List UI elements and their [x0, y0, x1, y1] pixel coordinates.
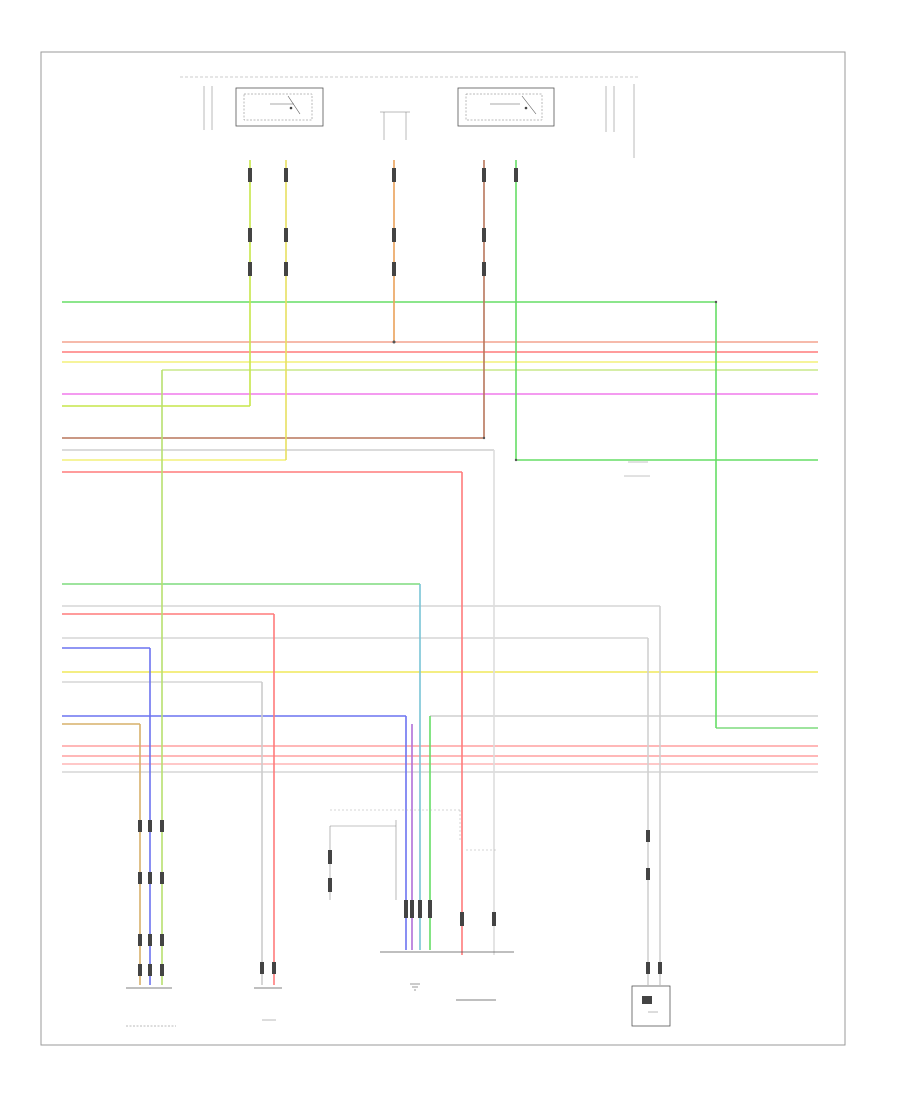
bottom-right-sensor: [631, 985, 671, 1027]
steering-switch-left: [203, 86, 324, 130]
top-center-connector: [380, 111, 410, 140]
bottom-mid-module: [254, 987, 282, 1021]
center-sensor-assembly: [328, 809, 514, 1001]
splice-dots: [392, 300, 718, 462]
diagram-frame: [40, 51, 846, 1046]
bottom-left-module: [126, 987, 176, 1027]
mid-right-marker: [624, 461, 650, 477]
vertical-wires: [139, 160, 717, 985]
ground-symbol: [410, 983, 420, 991]
connector-marks: [138, 168, 662, 976]
steering-switch-right: [457, 84, 635, 158]
horizontal-wires: [62, 301, 818, 773]
